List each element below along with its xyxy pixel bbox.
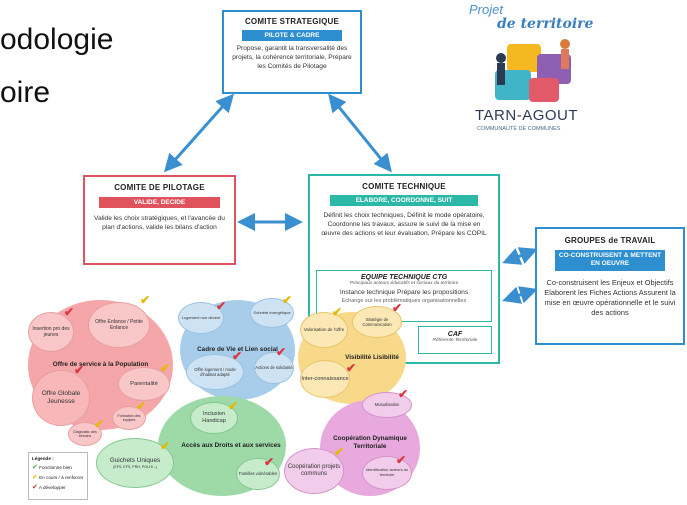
arrow-equipe-groupes	[502, 286, 538, 304]
check-sobriete-icon: ✔	[282, 293, 293, 307]
bubble-cooperation-projets: Coopération projets communs	[284, 448, 344, 494]
comite-pilotage-band: VALIDE, DECIDE	[99, 197, 220, 208]
bubble-insertion: Insertion pro des jeunes	[28, 312, 74, 352]
comite-pilotage-box: COMITE DE PILOTAGE VALIDE, DECIDE Valide…	[83, 175, 236, 265]
page-title-line2: oire	[0, 76, 51, 109]
bubble-mutualisation: Mutualisation	[362, 392, 412, 418]
comite-pilotage-text: Valide les choix stratégiques, et l'avan…	[94, 215, 225, 231]
logo-territoire: de territoire	[497, 16, 594, 32]
legend: Légende : ✔ Fonctionne bien ✔ En cours /…	[28, 452, 88, 500]
bubble-offre-logement: Offre logement / mode d'habitat adapté	[186, 354, 244, 390]
caf-title: CAF	[447, 331, 463, 338]
check-jeunesse-icon: ✔	[74, 363, 85, 377]
check-enfance-icon: ✔	[140, 293, 151, 307]
comite-technique-title: COMITE TECHNIQUE	[362, 182, 446, 191]
legend-item-develop: ✔ A développer	[32, 484, 66, 491]
equipe-technique-text: Instance technique Prépare les propositi…	[339, 289, 469, 296]
comite-technique-box: COMITE TECHNIQUE ELABORE, COORDONNE, SUI…	[308, 174, 500, 364]
logo-name: TARN-AGOUT	[475, 107, 579, 124]
groupes-travail-box: GROUPES de TRAVAIL CO-CONSTRUISENT & MET…	[535, 227, 685, 345]
arrow-technique-groupes	[502, 247, 538, 265]
check-identification-icon: ✔	[396, 453, 407, 467]
bubble-guichets: Guichets Uniques (EFS, EFS, PRH, POLHI..…	[96, 438, 174, 488]
check-logement-icon: ✔	[216, 299, 227, 313]
arrow-strategique-technique	[328, 93, 392, 173]
comite-strategique-title: COMITE STRATEGIQUE	[244, 17, 340, 26]
check-cooperation-projets-icon: ✔	[334, 445, 345, 459]
check-formation-icon: ✔	[136, 399, 147, 413]
caf-box: CAF Référente Territoriale	[418, 326, 492, 354]
check-solidarite-icon: ✔	[276, 345, 287, 359]
comite-strategique-text: Propose, garantit la transversalité des …	[232, 45, 352, 70]
bubble-familles: Familles vulnérables	[236, 458, 280, 490]
bubble-enfance: Offre Enfance / Petite Enfance	[88, 302, 150, 348]
groupes-travail-band: CO-CONSTRUISENT & METTENT EN OEUVRE	[555, 250, 665, 271]
check-strategie-icon: ✔	[392, 301, 403, 315]
bubble-identification: Identification acteurs du territoire	[362, 456, 412, 490]
projet-territoire-logo: Projet de territoire TARN-AGOUT COMMUNAU…	[467, 0, 597, 140]
legend-item-ok: ✔ Fonctionne bien	[32, 464, 72, 471]
comite-technique-text: Définit les choix techniques, Définit le…	[321, 212, 487, 237]
check-familles-icon: ✔	[264, 455, 275, 469]
check-insertion-icon: ✔	[64, 305, 75, 319]
legend-check-red-icon: ✔	[32, 484, 38, 491]
page-title-line1: odologie	[0, 23, 114, 56]
check-inclusion-icon: ✔	[228, 399, 239, 413]
bubble-strategie: Stratégie de Communication	[352, 306, 402, 338]
bubble-valorisation: Valorisation de l'offre	[300, 312, 348, 348]
bubble-parentalite: Parentalité	[118, 367, 170, 401]
comite-strategique-band: PILOTE & CADRE	[242, 30, 342, 41]
legend-title: Légende :	[32, 456, 54, 461]
bubble-formation: Formation des équipes	[112, 406, 146, 430]
comite-strategique-box: COMITE STRATEGIQUE PILOTE & CADRE Propos…	[222, 10, 362, 94]
arrow-strategique-pilotage	[164, 93, 234, 173]
equipe-technique-text2: Echange sur les problématiques organisat…	[341, 297, 467, 304]
comite-technique-band: ELABORE, COORDONNE, SUIT	[330, 195, 478, 206]
check-offre-logement-icon: ✔	[232, 349, 243, 363]
bubble-diagnostic: Diagnostic des besoins	[68, 422, 102, 446]
logo-projet: Projet	[469, 2, 503, 17]
bubble-inclusion: Inclusion Handicap	[190, 402, 238, 434]
legend-check-yellow-icon: ✔	[32, 474, 38, 481]
equipe-technique-title: EQUIPE TECHNIQUE CTG	[360, 274, 448, 281]
check-mutualisation-icon: ✔	[398, 387, 409, 401]
check-interconnaissance-icon: ✔	[346, 361, 357, 375]
check-valorisation-icon: ✔	[332, 305, 343, 319]
bubble-sobriete: Sobriété énergétique	[250, 298, 294, 328]
equipe-technique-box: EQUIPE TECHNIQUE CTG Principaux acteurs …	[316, 270, 492, 322]
groupes-travail-text: Co-construisent les Enjeux et Objectifs …	[544, 277, 676, 317]
logo-subtitle: COMMUNAUTÉ DE COMMUNES	[477, 126, 561, 132]
caf-subtitle: Référente Territoriale	[432, 338, 478, 343]
check-guichets-icon: ✔	[160, 439, 171, 453]
check-diagnostic-icon: ✔	[94, 417, 105, 431]
comite-pilotage-title: COMITE DE PILOTAGE	[114, 183, 205, 192]
legend-check-green-icon: ✔	[32, 464, 38, 471]
legend-item-progress: ✔ En cours / à renforcer	[32, 474, 84, 481]
bubble-logement: Logement non décent	[178, 302, 224, 334]
equipe-technique-subtitle: Principaux acteurs éducatifs et sociaux …	[349, 281, 459, 286]
check-parentalite-icon: ✔	[160, 361, 171, 375]
groupes-travail-title: GROUPES de TRAVAIL	[564, 236, 656, 245]
bubble-jeunesse: Offre Globale Jeunesse	[32, 370, 90, 426]
bubble-interconnaissance: Inter-connaissance	[300, 360, 350, 398]
bubble-solidarite: Actions de solidarité	[254, 352, 294, 384]
puzzle-illustration-icon	[495, 39, 571, 102]
